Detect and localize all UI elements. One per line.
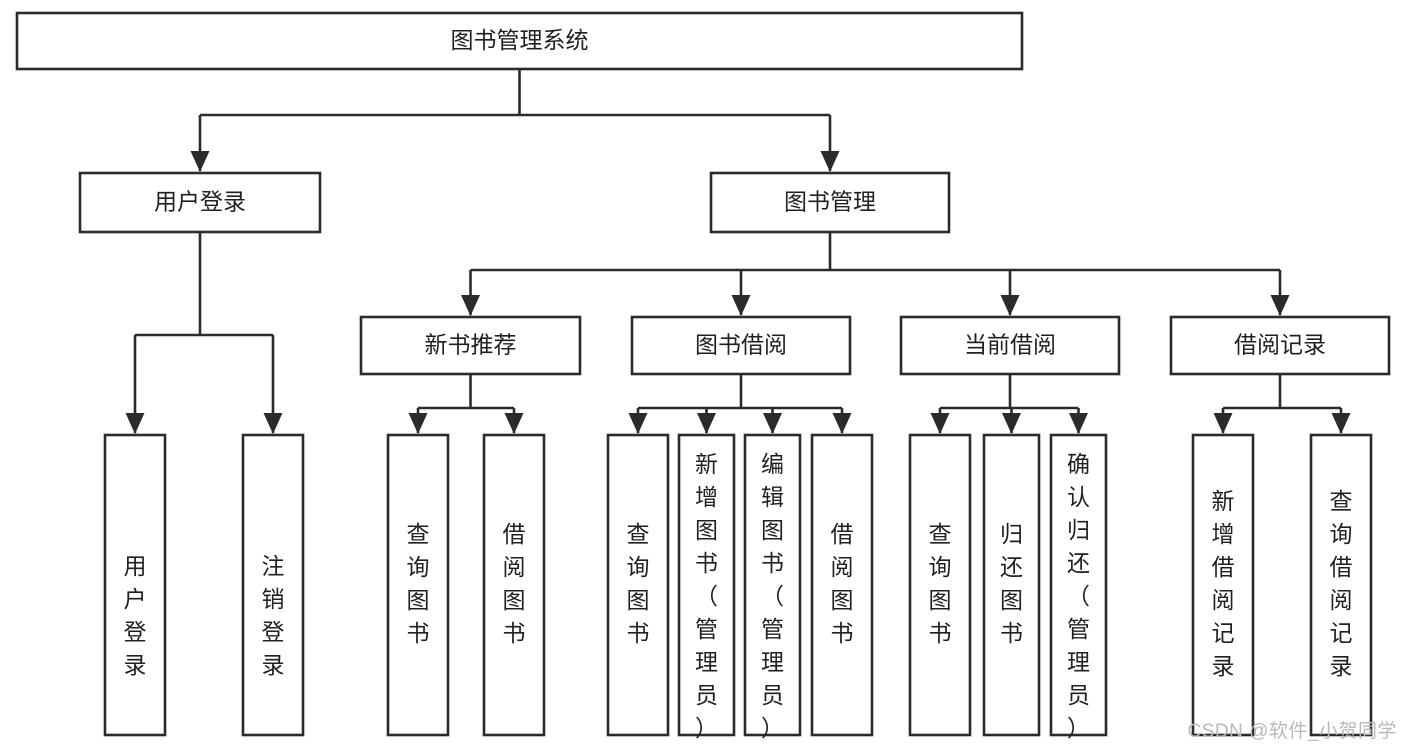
arrowhead-to-borrow-record — [1270, 295, 1290, 316]
node-leaf-return-book-label: 归还图书 — [1000, 521, 1023, 646]
node-leaf-borrow-book-2-box[interactable] — [810, 433, 874, 737]
node-new-book-rec-label: 新书推荐 — [425, 332, 517, 358]
arrowhead-to-new-book-rec — [461, 295, 480, 316]
node-user-login-label: 用户登录 — [154, 189, 246, 215]
node-leaf-user-login-box[interactable] — [103, 433, 167, 737]
node-leaf-confirm-return-label: 确认归还（管理员） — [1067, 451, 1090, 741]
node-leaf-query-record[interactable]: 查询借阅记录 — [1309, 433, 1373, 737]
node-leaf-query-book-2-box[interactable] — [606, 433, 670, 737]
connector-edges-layer — [125, 69, 1351, 434]
node-leaf-user-logout-label: 注销登录 — [262, 553, 285, 678]
arrowhead-to-user-login — [190, 151, 210, 172]
node-leaf-query-book-3[interactable]: 查询图书 — [908, 433, 972, 737]
node-leaf-add-book-box[interactable] — [677, 433, 736, 737]
arrowhead-to-current-borrow — [1000, 295, 1020, 316]
node-leaf-borrow-book-1-label: 借阅图书 — [503, 521, 526, 646]
node-book-borrow-label: 图书借阅 — [695, 332, 787, 358]
arrowhead-to-leaf-user-login — [125, 413, 145, 434]
node-leaf-query-book-3-box[interactable] — [908, 433, 972, 737]
arrowhead-to-leaf-borrow-book-1 — [504, 413, 524, 434]
node-leaf-borrow-book-2-label: 借阅图书 — [831, 521, 854, 646]
node-borrow-record-label: 借阅记录 — [1234, 332, 1326, 358]
node-leaf-user-logout[interactable]: 注销登录 — [241, 433, 305, 737]
node-leaf-return-book-box[interactable] — [982, 433, 1041, 737]
node-leaf-add-record[interactable]: 新增借阅记录 — [1191, 433, 1255, 737]
node-book-manage[interactable]: 图书管理 — [709, 171, 951, 234]
node-leaf-add-record-label: 新增借阅记录 — [1212, 488, 1235, 679]
node-leaf-query-book-3-label: 查询图书 — [929, 521, 952, 646]
node-leaf-confirm-return[interactable]: 确认归还（管理员） — [1049, 433, 1108, 741]
node-leaf-borrow-book-2[interactable]: 借阅图书 — [810, 433, 874, 737]
node-leaf-query-record-box[interactable] — [1309, 433, 1373, 737]
node-borrow-record-box[interactable] — [1169, 315, 1391, 376]
node-book-manage-label: 图书管理 — [784, 189, 876, 215]
arrowhead-to-book-manage — [820, 151, 840, 172]
node-root-system[interactable]: 图书管理系统 — [15, 11, 1024, 71]
node-leaf-borrow-book-1[interactable]: 借阅图书 — [482, 433, 546, 737]
node-leaf-add-book[interactable]: 新增图书（管理员） — [677, 433, 736, 741]
node-user-login[interactable]: 用户登录 — [78, 171, 322, 234]
node-leaf-query-book-2-label: 查询图书 — [627, 521, 650, 646]
arrowhead-to-leaf-query-book-3 — [930, 413, 950, 434]
node-leaf-query-record-label: 查询借阅记录 — [1330, 488, 1353, 679]
arrowhead-to-leaf-confirm-return — [1069, 413, 1088, 434]
arrowhead-to-leaf-query-book-2 — [628, 413, 648, 434]
arrowhead-to-leaf-borrow-book-2 — [832, 413, 852, 434]
node-leaf-user-login-label: 用户登录 — [124, 553, 147, 678]
node-new-book-rec[interactable]: 新书推荐 — [359, 315, 582, 376]
arrowhead-to-leaf-add-record — [1213, 413, 1233, 434]
node-leaf-borrow-book-1-box[interactable] — [482, 433, 546, 737]
node-leaf-add-book-label: 新增图书（管理员） — [695, 451, 718, 741]
node-current-borrow[interactable]: 当前借阅 — [899, 315, 1121, 376]
node-boxes-layer: 图书管理系统用户登录图书管理新书推荐图书借阅当前借阅借阅记录用户登录注销登录查询… — [15, 11, 1391, 741]
node-leaf-edit-book-label: 编辑图书（管理员） — [761, 451, 784, 741]
arrowhead-to-leaf-query-record — [1331, 413, 1351, 434]
node-book-borrow-box[interactable] — [630, 315, 852, 376]
node-leaf-user-login[interactable]: 用户登录 — [103, 433, 167, 737]
node-leaf-edit-book-box[interactable] — [743, 433, 802, 737]
node-leaf-query-book-1-label: 查询图书 — [407, 521, 430, 646]
node-root-system-label: 图书管理系统 — [451, 27, 589, 53]
node-new-book-rec-box[interactable] — [359, 315, 582, 376]
node-current-borrow-box[interactable] — [899, 315, 1121, 376]
arrowhead-to-leaf-query-book-1 — [408, 413, 428, 434]
node-leaf-return-book[interactable]: 归还图书 — [982, 433, 1041, 737]
node-leaf-add-record-box[interactable] — [1191, 433, 1255, 737]
node-current-borrow-label: 当前借阅 — [964, 332, 1056, 358]
node-leaf-query-book-2[interactable]: 查询图书 — [606, 433, 670, 737]
node-book-borrow[interactable]: 图书借阅 — [630, 315, 852, 376]
arrowhead-to-leaf-edit-book — [763, 413, 782, 434]
node-leaf-query-book-1[interactable]: 查询图书 — [386, 433, 450, 737]
arrowhead-to-book-borrow — [731, 295, 751, 316]
node-root-system-box[interactable] — [15, 11, 1024, 71]
arrowhead-to-leaf-return-book — [1002, 413, 1021, 434]
node-user-login-box[interactable] — [78, 171, 322, 234]
node-leaf-edit-book[interactable]: 编辑图书（管理员） — [743, 433, 802, 741]
arrowhead-to-leaf-user-logout — [263, 413, 283, 434]
arrowhead-to-leaf-add-book — [697, 413, 716, 434]
node-borrow-record[interactable]: 借阅记录 — [1169, 315, 1391, 376]
node-leaf-user-logout-box[interactable] — [241, 433, 305, 737]
node-book-manage-box[interactable] — [709, 171, 951, 234]
node-leaf-query-book-1-box[interactable] — [386, 433, 450, 737]
node-leaf-confirm-return-box[interactable] — [1049, 433, 1108, 737]
csdn-watermark: CSDN @软件_小贺同学 — [1187, 721, 1397, 742]
